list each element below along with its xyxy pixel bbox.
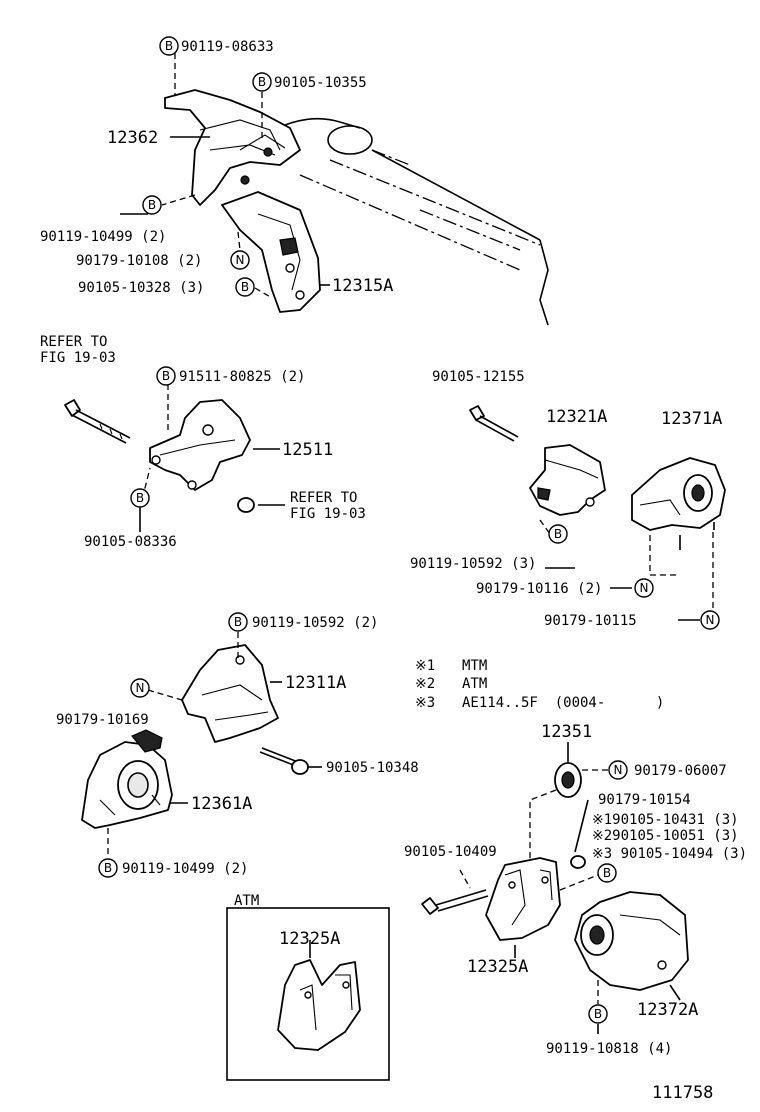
bushing-12351	[554, 762, 582, 798]
marker-n-4: N	[130, 678, 150, 698]
label-note2-part: ※290105-10051 (3)	[592, 828, 739, 844]
label-refer-to-1b: FIG 19-03	[40, 350, 116, 366]
label-12371a: 12371A	[661, 409, 722, 429]
svg-text:B: B	[104, 861, 112, 875]
mount-12371a	[631, 457, 726, 550]
label-90179-10108: 90179-10108 (2)	[76, 253, 202, 269]
marker-b-3: B	[142, 195, 162, 215]
label-90119-10592-3: 90119-10592 (3)	[410, 556, 536, 572]
svg-text:N: N	[640, 581, 649, 595]
label-90105-10348: 90105-10348	[326, 760, 419, 776]
bracket-12511	[64, 399, 255, 513]
label-12321a: 12321A	[546, 407, 607, 427]
marker-n-5: N	[608, 760, 628, 780]
svg-text:B: B	[603, 866, 611, 880]
label-90105-10409: 90105-10409	[404, 844, 497, 860]
atm-inset	[226, 907, 390, 1081]
label-12325a-atm: 12325A	[279, 929, 340, 949]
note-1-text: MTM	[462, 658, 487, 674]
leader-lines	[107, 53, 714, 1034]
label-90105-12155: 90105-12155	[432, 369, 525, 385]
svg-text:N: N	[136, 681, 145, 695]
note-1-mark: ※1	[415, 658, 435, 674]
note-3-mark: ※3	[415, 695, 435, 711]
label-90179-10169: 90179-10169	[56, 712, 149, 728]
label-atm-inset: ATM	[234, 893, 259, 909]
marker-b-6: B	[130, 488, 150, 508]
svg-text:B: B	[241, 280, 249, 294]
label-91511-80825: 91511-80825 (2)	[179, 369, 305, 385]
mount-12372a	[574, 891, 689, 991]
label-12351: 12351	[541, 722, 592, 742]
bracket-12325a	[485, 857, 561, 941]
svg-text:B: B	[554, 527, 562, 541]
bracket-12362	[164, 89, 301, 206]
label-12362: 12362	[107, 128, 158, 148]
notes-legend: ※1 MTM ※2 ATM ※3 AE114..5F (0004- )	[415, 658, 664, 711]
label-90119-10499-bottom: 90119-10499 (2)	[122, 861, 248, 877]
marker-b-8: B	[228, 612, 248, 632]
label-90105-10355: 90105-10355	[274, 75, 367, 91]
note-2-mark: ※2	[415, 676, 435, 692]
label-90119-08633: 90119-08633	[181, 39, 274, 55]
marker-b-5: B	[156, 366, 176, 386]
label-90119-10592-2: 90119-10592 (2)	[252, 615, 378, 631]
label-refer-to-1a: REFER TO	[40, 334, 107, 350]
label-12325a: 12325A	[467, 957, 528, 977]
svg-text:N: N	[706, 613, 715, 627]
svg-text:B: B	[136, 491, 144, 505]
bolt-90105-10409	[421, 855, 586, 915]
mount-12361a	[81, 729, 173, 829]
label-90179-10154: 90179-10154	[598, 792, 691, 808]
marker-n-2: N	[634, 578, 654, 598]
marker-b-11: B	[588, 1004, 608, 1024]
marker-b-7: B	[548, 524, 568, 544]
note-2-text: ATM	[462, 676, 487, 692]
svg-text:B: B	[148, 198, 156, 212]
svg-text:B: B	[162, 369, 170, 383]
marker-b-9: B	[98, 858, 118, 878]
label-90105-08336: 90105-08336	[84, 534, 177, 550]
marker-b-4: B	[235, 277, 255, 297]
svg-text:B: B	[258, 75, 266, 89]
bracket-12315a	[221, 191, 321, 313]
marker-b-1: B	[159, 36, 179, 56]
bracket-12321a	[529, 444, 606, 516]
svg-text:N: N	[614, 763, 623, 777]
marker-b-2: B	[252, 72, 272, 92]
label-note1-part: ※190105-10431 (3)	[592, 812, 739, 828]
label-12361a: 12361A	[191, 794, 252, 814]
label-90179-10116: 90179-10116 (2)	[476, 581, 602, 597]
marker-b-10: B	[597, 863, 617, 883]
label-90119-10499-top: 90119-10499 (2)	[40, 229, 166, 245]
label-12311a: 12311A	[285, 673, 346, 693]
label-90119-10818: 90119-10818 (4)	[546, 1041, 672, 1057]
svg-text:B: B	[594, 1007, 602, 1021]
svg-text:B: B	[165, 39, 173, 53]
svg-text:N: N	[236, 253, 245, 267]
label-90179-06007: 90179-06007	[634, 763, 727, 779]
engine-outline	[277, 117, 549, 326]
label-12315a: 12315A	[332, 276, 393, 296]
figure-number: 111758	[652, 1083, 713, 1103]
label-12372a: 12372A	[637, 1000, 698, 1020]
marker-n-1: N	[230, 250, 250, 270]
bracket-12311a	[181, 644, 309, 775]
label-90179-10115: 90179-10115	[544, 613, 637, 629]
label-refer-to-2b: FIG 19-03	[290, 506, 366, 522]
svg-text:B: B	[234, 615, 242, 629]
note-3-text: AE114..5F (0004- )	[462, 695, 664, 711]
marker-n-3: N	[700, 610, 720, 630]
label-12511: 12511	[282, 440, 333, 460]
label-note3-part: ※3 90105-10494 (3)	[592, 846, 747, 862]
label-refer-to-2a: REFER TO	[290, 490, 357, 506]
bolt-90105-12155	[469, 405, 519, 442]
label-90105-10328: 90105-10328 (3)	[78, 280, 204, 296]
